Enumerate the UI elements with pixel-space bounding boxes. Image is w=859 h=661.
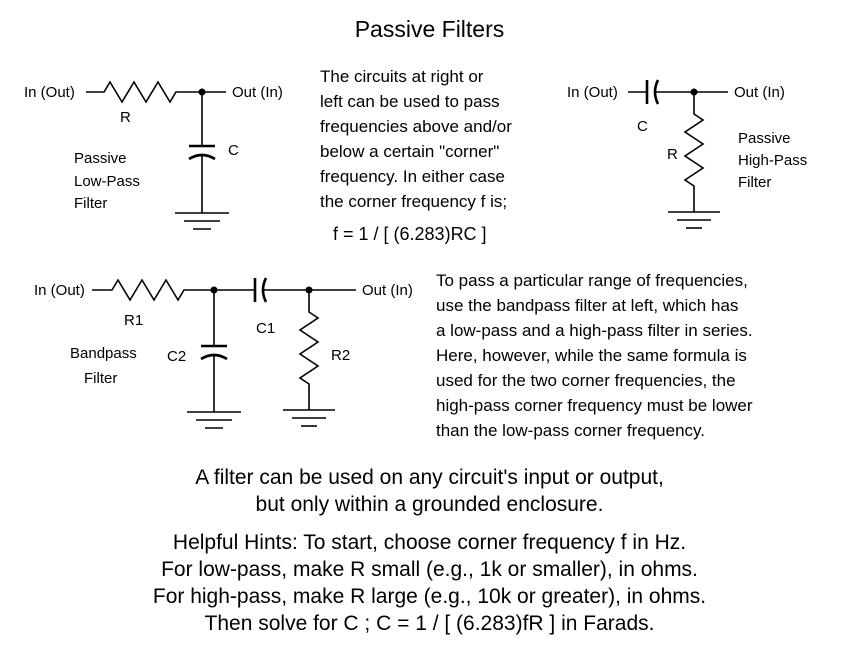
bandpass-paragraph: To pass a particular range of frequencie… — [436, 268, 753, 443]
bandpass-line: used for the two corner frequencies, the — [436, 371, 736, 390]
high-pass-capacitor-label: C — [637, 118, 648, 135]
low-pass-resistor-label: R — [120, 109, 131, 126]
low-pass-resistor — [86, 80, 226, 104]
hints-line: For low-pass, make R small (e.g., 1k or … — [161, 558, 698, 581]
high-pass-resistor-label: R — [667, 146, 678, 163]
explanation-paragraph: The circuits at right or left can be use… — [320, 64, 512, 214]
explanation-line: frequencies above and/or — [320, 117, 512, 136]
bandpass-ground-icon-1 — [187, 411, 241, 429]
high-pass-ground-icon — [668, 211, 720, 229]
hints-line: For high-pass, make R large (e.g., 10k o… — [152, 585, 707, 608]
high-pass-resistor — [683, 92, 705, 212]
bandpass-c1-label: C1 — [256, 320, 275, 337]
bandpass-resistor-r2 — [298, 290, 320, 410]
bandpass-r2-label: R2 — [331, 347, 350, 364]
bandpass-input-label: In (Out) — [34, 282, 85, 299]
hints-line: Helpful Hints: To start, choose corner f… — [172, 531, 687, 554]
explanation-line: left can be used to pass — [320, 92, 500, 111]
explanation-line: frequency. In either case — [320, 167, 505, 186]
low-pass-input-label: In (Out) — [24, 84, 75, 101]
bandpass-line: To pass a particular range of frequencie… — [436, 271, 748, 290]
explanation-line: the corner frequency f is; — [320, 192, 508, 211]
low-pass-circuit: In (Out) Out (In) R C Passive Low-Pass F… — [24, 80, 283, 230]
explanation-line: The circuits at right or — [320, 67, 484, 86]
bandpass-r1-label: R1 — [124, 312, 143, 329]
bandpass-name-line-1: Bandpass — [70, 345, 137, 362]
high-pass-name-line-3: Filter — [738, 174, 771, 191]
high-pass-output-label: Out (In) — [734, 84, 785, 101]
page-title: Passive Filters — [354, 16, 505, 42]
low-pass-name-line-2: Low-Pass — [74, 173, 140, 190]
high-pass-circuit: In (Out) Out (In) C R Passive High-Pass … — [567, 79, 807, 229]
bandpass-output-label: Out (In) — [362, 282, 413, 299]
low-pass-capacitor-label: C — [228, 142, 239, 159]
low-pass-ground-icon — [175, 212, 229, 230]
enclosure-note: A filter can be used on any circuit's in… — [0, 464, 859, 518]
bandpass-resistor-r1 — [92, 278, 254, 302]
helpful-hints: Helpful Hints: To start, choose corner f… — [0, 529, 859, 637]
explanation-line: below a certain "corner" — [320, 142, 500, 161]
corner-frequency-formula: f = 1 / [ (6.283)RC ] — [333, 224, 487, 244]
enclosure-line: but only within a grounded enclosure. — [255, 493, 604, 516]
high-pass-name-line-2: High-Pass — [738, 152, 807, 169]
bandpass-line: Here, however, while the same formula is — [436, 346, 747, 365]
low-pass-name-line-1: Passive — [74, 150, 127, 167]
bandpass-line: high-pass corner frequency must be lower — [436, 396, 753, 415]
bandpass-ground-icon-2 — [283, 409, 335, 427]
bandpass-line: a low-pass and a high-pass filter in ser… — [436, 321, 753, 340]
low-pass-output-label: Out (In) — [232, 84, 283, 101]
bandpass-line: than the low-pass corner frequency. — [436, 421, 705, 440]
high-pass-name-line-1: Passive — [738, 130, 791, 147]
bandpass-c2-label: C2 — [167, 348, 186, 365]
low-pass-name-line-3: Filter — [74, 195, 107, 212]
bandpass-circuit: In (Out) R1 Out (In) C1 C2 — [34, 277, 413, 429]
bandpass-name-line-2: Filter — [84, 370, 117, 387]
enclosure-line: A filter can be used on any circuit's in… — [195, 466, 664, 489]
high-pass-input-label: In (Out) — [567, 84, 618, 101]
hints-line: Then solve for C ; C = 1 / [ (6.283)fR ]… — [204, 612, 655, 635]
bandpass-line: use the bandpass filter at left, which h… — [436, 296, 739, 315]
